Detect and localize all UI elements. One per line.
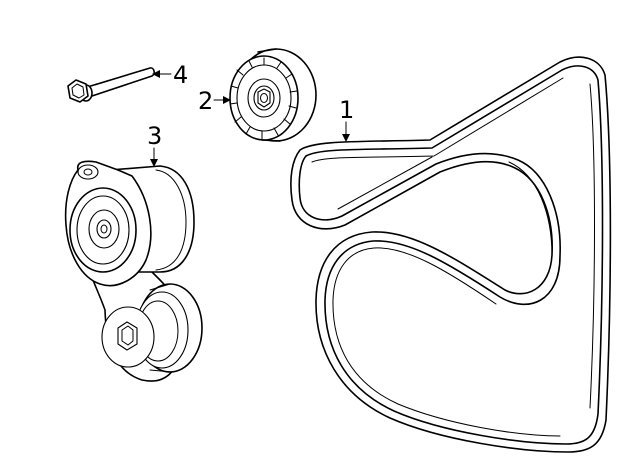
callout-4-label: 4 [173, 61, 188, 89]
idler-pulley [229, 48, 317, 142]
callout-3-label: 3 [147, 122, 162, 150]
callout-2-label: 2 [198, 87, 213, 115]
callout-1-label: 1 [339, 96, 354, 124]
serpentine-belt [290, 56, 612, 453]
mounting-bolt [67, 67, 155, 103]
belt-tensioner [64, 160, 203, 382]
